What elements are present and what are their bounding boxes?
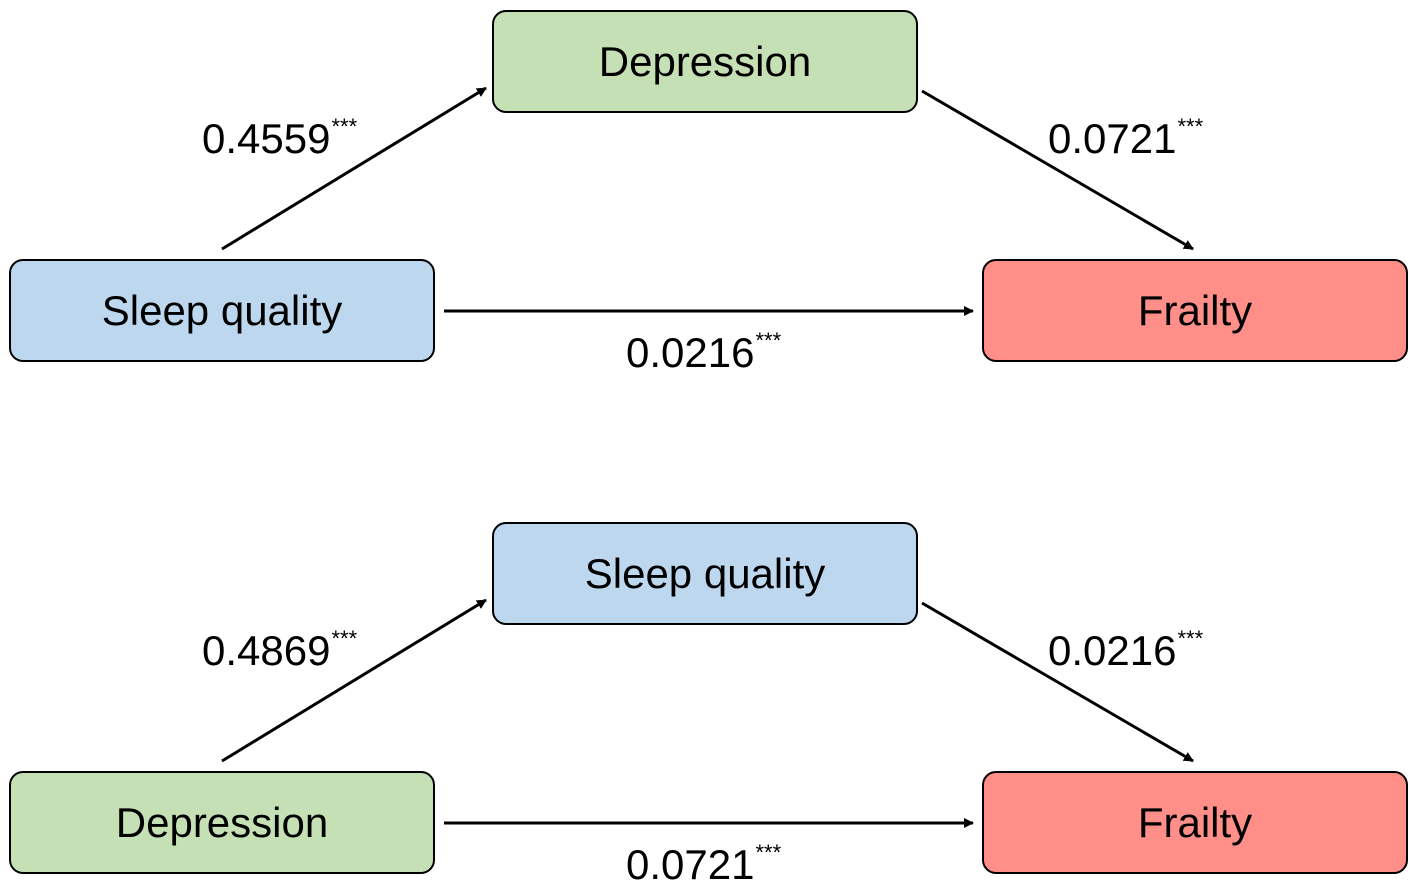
mediation-diagram-1: Depression Sleep quality Frailty 0.4559*… — [0, 0, 1418, 380]
path-c-coefficient: 0.0721*** — [626, 841, 781, 888]
mediation-diagram-2: Sleep quality Depression Frailty 0.4869*… — [0, 512, 1418, 892]
significance-marker: *** — [755, 328, 782, 353]
arrows-layer — [221, 598, 1194, 828]
path-b-coefficient: 0.0721*** — [1048, 115, 1203, 162]
predictor-box: Sleep quality — [9, 259, 435, 362]
outcome-box: Frailty — [982, 771, 1408, 874]
coefficient-value: 0.0721 — [1048, 115, 1177, 162]
significance-marker: *** — [331, 626, 358, 651]
outcome-box: Frailty — [982, 259, 1408, 362]
path-b-arrow — [921, 601, 1194, 763]
coefficient-value: 0.4559 — [202, 115, 331, 162]
path-a-coefficient: 0.4559*** — [202, 115, 357, 162]
predictor-box: Depression — [9, 771, 435, 874]
path-b-coefficient: 0.0216*** — [1048, 627, 1203, 674]
significance-marker: *** — [331, 114, 358, 139]
mediator-box: Sleep quality — [492, 522, 918, 625]
coefficient-value: 0.0216 — [626, 329, 755, 376]
arrows-layer — [221, 86, 1194, 316]
significance-marker: *** — [755, 840, 782, 865]
coefficient-value: 0.4869 — [202, 627, 331, 674]
path-a-arrow — [221, 86, 487, 251]
coefficient-value: 0.0216 — [1048, 627, 1177, 674]
significance-marker: *** — [1177, 114, 1204, 139]
path-a-coefficient: 0.4869*** — [202, 627, 357, 674]
path-a-arrow — [221, 598, 487, 763]
coefficient-value: 0.0721 — [626, 841, 755, 888]
mediator-box: Depression — [492, 10, 918, 113]
path-c-coefficient: 0.0216*** — [626, 329, 781, 376]
significance-marker: *** — [1177, 626, 1204, 651]
path-b-arrow — [921, 89, 1194, 251]
